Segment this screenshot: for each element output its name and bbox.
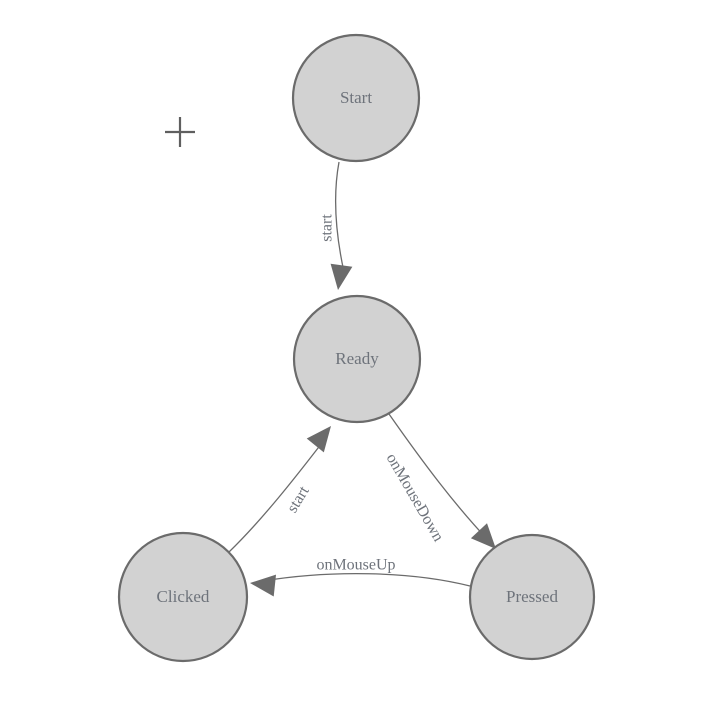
edge-label-on-mouse-up: onMouseUp: [316, 557, 395, 574]
state-label-ready: Ready: [335, 349, 379, 368]
state-node-ready[interactable]: Ready: [292, 294, 422, 424]
state-label-pressed: Pressed: [506, 587, 558, 606]
edge-label-clicked-to-ready: start: [284, 483, 313, 516]
edges-layer: [228, 161, 489, 587]
state-label-start: Start: [340, 88, 372, 107]
arrow-into-pressed-icon: [470, 523, 496, 549]
arrow-into-clicked-icon: [250, 574, 277, 597]
edge-pressed-to-clicked[interactable]: [262, 572, 471, 587]
state-circle-clicked[interactable]: [117, 531, 249, 663]
state-circle-ready[interactable]: [292, 294, 422, 424]
edge-start-to-ready[interactable]: [334, 161, 345, 273]
state-label-clicked: Clicked: [157, 587, 210, 606]
state-circle-pressed[interactable]: [468, 533, 596, 661]
nodes-layer: Start Ready Clicked Pressed: [117, 33, 596, 663]
state-node-start[interactable]: Start: [291, 33, 421, 163]
state-node-pressed[interactable]: Pressed: [468, 533, 596, 661]
arrow-into-ready-from-clicked-icon: [306, 426, 331, 453]
state-circle-start[interactable]: [291, 33, 421, 163]
arrow-into-ready-from-start-icon: [330, 263, 353, 290]
edge-label-start-to-ready: start: [319, 214, 336, 242]
edge-label-on-mouse-down: onMouseDown: [383, 451, 447, 545]
crosshair-marker: [165, 117, 195, 147]
state-node-clicked[interactable]: Clicked: [117, 531, 249, 663]
edge-clicked-to-ready[interactable]: [228, 438, 326, 553]
edge-ready-to-pressed[interactable]: [388, 413, 489, 541]
arrowheads-layer: [250, 263, 496, 597]
